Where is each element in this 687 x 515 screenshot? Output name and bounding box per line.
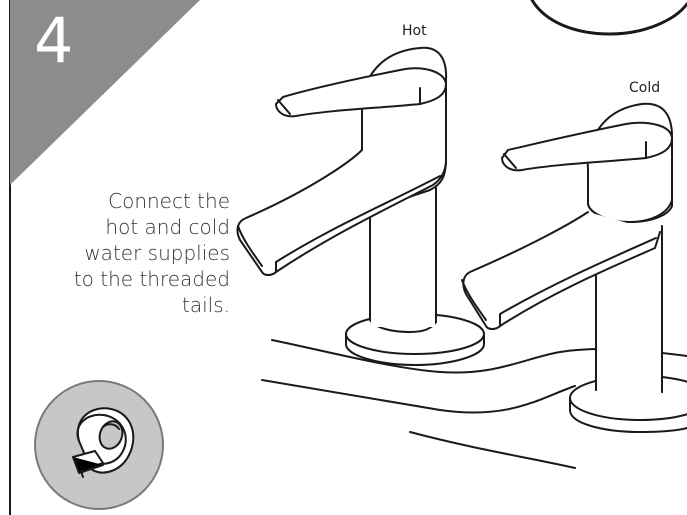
instruction-line: hot and cold xyxy=(105,215,230,239)
step-number: 4 xyxy=(34,4,74,77)
cold-tap-label: Cold xyxy=(629,80,661,96)
instruction-line: water supplies xyxy=(84,241,230,265)
left-border-line xyxy=(9,0,11,515)
step-corner-triangle xyxy=(10,0,200,185)
instruction-line: to the threaded xyxy=(73,267,230,291)
step-instruction: Connect the hot and cold water supplies … xyxy=(14,188,230,318)
hot-tap-label: Hot xyxy=(402,23,427,39)
instruction-line: Connect the xyxy=(108,189,230,213)
ptfe-tape-icon xyxy=(34,380,164,510)
cold-tap xyxy=(461,102,687,433)
instruction-line: tails. xyxy=(182,293,230,317)
basin-edge-line xyxy=(261,379,576,414)
basin-edge-line xyxy=(409,431,576,469)
hot-tap xyxy=(236,46,485,366)
detail-circle-arc xyxy=(530,0,687,36)
